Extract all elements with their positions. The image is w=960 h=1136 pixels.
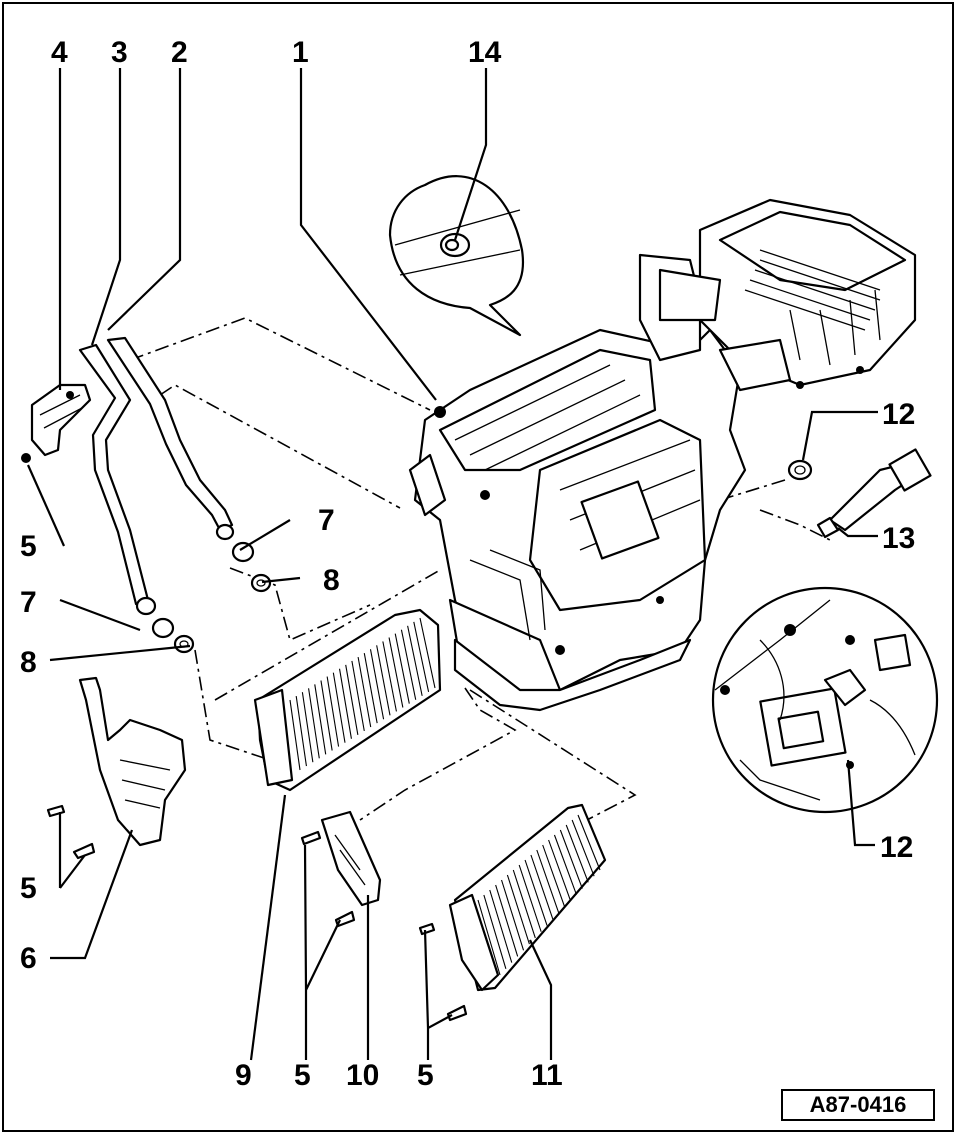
- fin-line: [419, 617, 436, 689]
- fin-line: [308, 688, 320, 759]
- label-7-left: 7: [20, 586, 37, 619]
- fin-line: [559, 829, 583, 889]
- label-4: 4: [51, 36, 68, 69]
- label-10: 10: [346, 1059, 379, 1092]
- fin-line: [489, 889, 513, 963]
- fin-line: [376, 645, 391, 716]
- fin-line: [536, 849, 560, 914]
- label-9: 9: [235, 1059, 252, 1092]
- part-9-heat-exchanger: [253, 608, 442, 792]
- label-1: 1: [292, 36, 309, 69]
- label-5-right: 5: [417, 1059, 434, 1092]
- label-12-top: 12: [882, 398, 915, 431]
- fin-line: [400, 629, 417, 700]
- fin-line: [571, 819, 595, 877]
- fin-line: [301, 692, 314, 763]
- fin-line: [407, 625, 423, 696]
- fin-line: [512, 869, 536, 939]
- fin-line: [326, 676, 340, 747]
- fin-line: [388, 637, 404, 708]
- coolant-pipe-2: [106, 336, 234, 532]
- fin-line: [369, 649, 385, 720]
- label-3: 3: [111, 36, 128, 69]
- blower-assembly: [638, 198, 917, 392]
- fin-line: [357, 656, 372, 728]
- detail-view-14: [388, 175, 525, 337]
- label-11: 11: [531, 1059, 563, 1092]
- leader-lines: [26, 68, 878, 1061]
- label-12-bottom: 12: [880, 831, 913, 864]
- part-13-sensor: [816, 448, 932, 539]
- fin-line: [382, 641, 397, 712]
- part-10-cover: [320, 810, 382, 907]
- fin-line: [338, 668, 352, 739]
- fin-line: [506, 874, 530, 945]
- part-4-bracket: [30, 383, 92, 457]
- fin-line: [542, 844, 566, 908]
- fin-line: [530, 854, 554, 920]
- fin-line: [565, 824, 589, 883]
- fin-line: [495, 884, 519, 957]
- fin-line: [477, 899, 501, 976]
- callout-labels: 1 2 3 4 14 5 7 8 7 8 5 6 9 5 10 5 11 12 …: [20, 36, 915, 1092]
- fin-line: [289, 699, 301, 771]
- fin-line: [332, 672, 346, 743]
- fin-line: [314, 684, 327, 755]
- screws-5: [21, 453, 468, 1022]
- fin-line: [363, 653, 378, 724]
- part-11-heat-exchanger: [448, 803, 607, 992]
- fin-line: [394, 633, 410, 704]
- part-12-grommet: [787, 459, 813, 481]
- fin-line: [483, 894, 507, 969]
- label-5-mid: 5: [294, 1059, 311, 1092]
- fin-line: [524, 859, 548, 926]
- air-distribution-housing: [408, 328, 747, 712]
- fin-line: [553, 834, 577, 895]
- clips-and-seals: [135, 523, 272, 654]
- detail-view-actuator: [711, 586, 939, 814]
- label-7-right: 7: [318, 504, 335, 537]
- fin-line: [501, 879, 525, 951]
- label-5-left: 5: [20, 872, 37, 905]
- fin-line: [295, 696, 307, 767]
- fin-line: [518, 864, 542, 932]
- label-13: 13: [882, 522, 915, 555]
- fin-line: [548, 839, 572, 902]
- fin-line: [345, 664, 359, 735]
- label-6: 6: [20, 942, 37, 975]
- part-6-cover: [78, 676, 187, 847]
- label-8-right: 8: [323, 564, 340, 597]
- label-5-top: 5: [20, 530, 37, 563]
- reference-code: A87-0416: [781, 1089, 935, 1121]
- label-14: 14: [468, 36, 502, 69]
- fin-line: [413, 621, 430, 693]
- fin-line: [351, 660, 365, 732]
- label-8-left: 8: [20, 646, 37, 679]
- label-2: 2: [171, 36, 188, 69]
- fin-line: [320, 680, 333, 751]
- fin-line: [577, 814, 601, 871]
